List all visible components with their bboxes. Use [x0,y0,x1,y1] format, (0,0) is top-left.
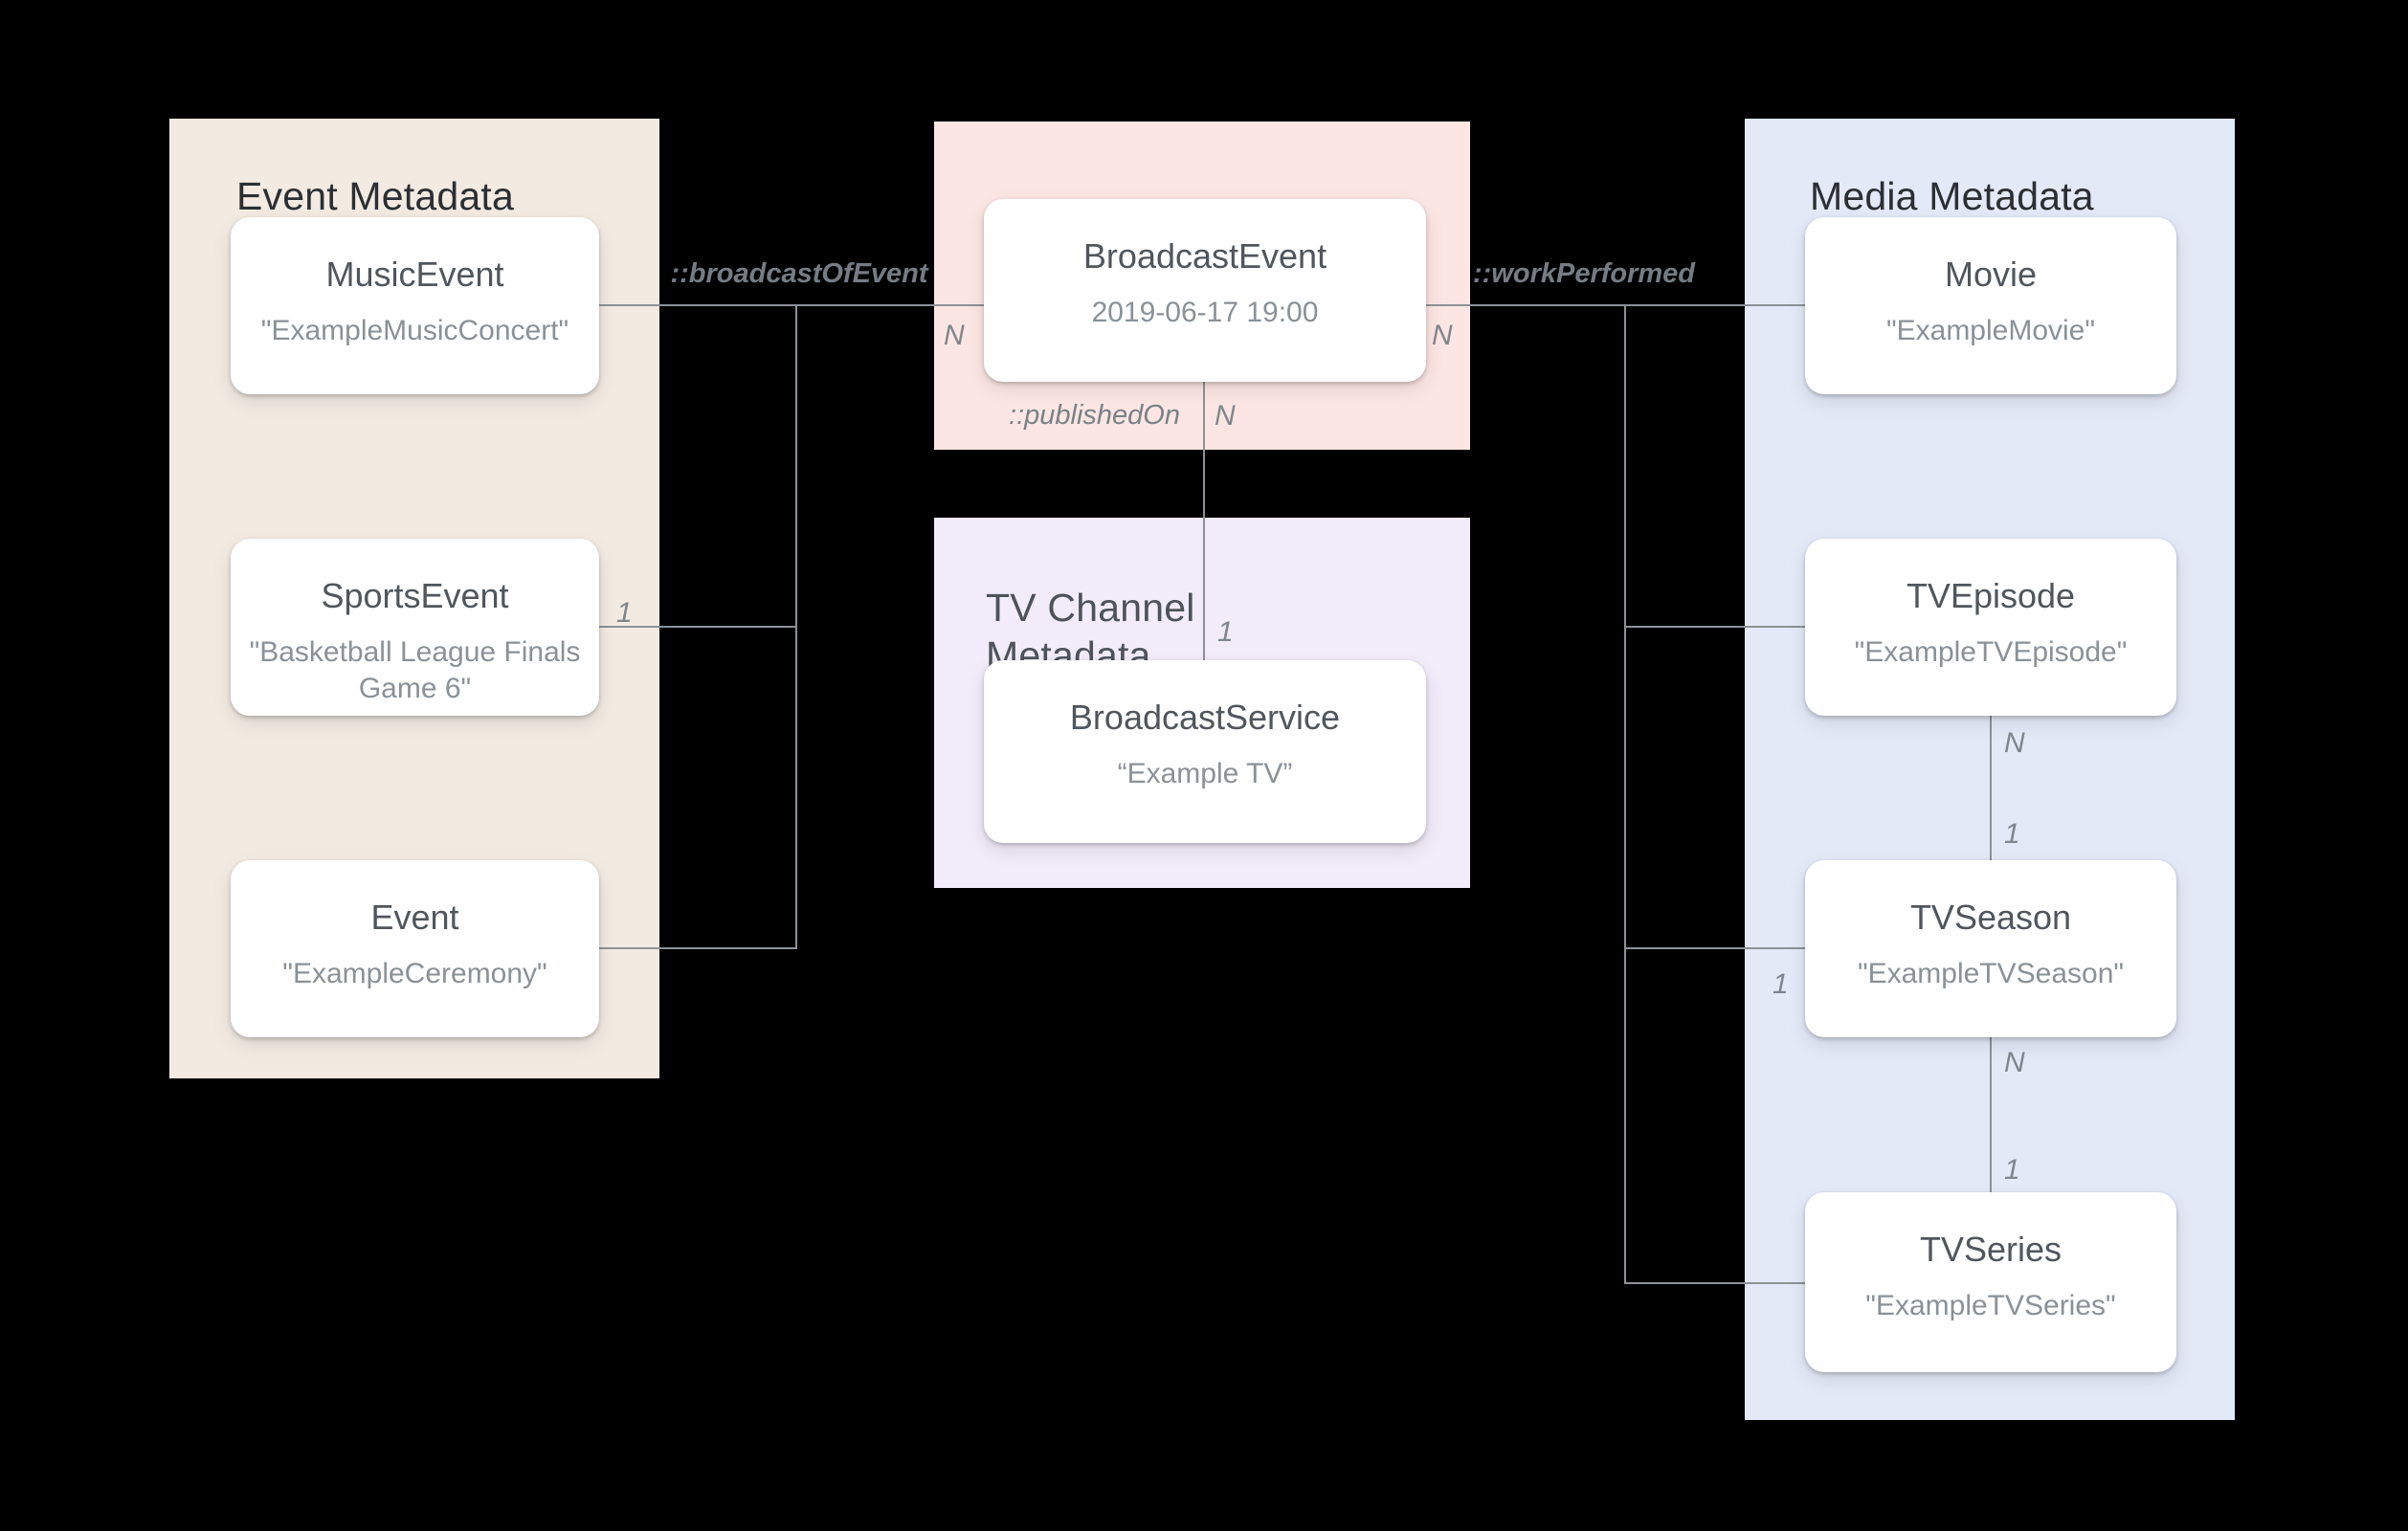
node-music-event: MusicEvent "ExampleMusicConcert" [231,217,599,394]
cardinality-broadcast-of-event-n: N [944,320,965,351]
relation-label-work-performed: ::workPerformed [1472,258,1696,289]
connector-tvseries [1624,1282,1805,1284]
node-type-label: TVSeries [1919,1230,2062,1269]
node-name-label: "ExampleTVSeason" [1857,958,2125,989]
node-type-label: BroadcastEvent [1082,236,1327,276]
node-event: Event "ExampleCeremony" [231,860,599,1037]
cardinality-episode-season-1: 1 [2004,818,2020,850]
node-tv-series: TVSeries "ExampleTVSeries" [1805,1192,2176,1372]
node-name-label: 2019-06-17 19:00 [1091,297,1319,328]
connector-musicevent-broadcastevent [599,304,984,306]
node-name-label: "ExampleTVSeries" [1865,1290,2116,1321]
node-sports-event: SportsEvent "Basketball League Finals Ga… [231,539,599,716]
node-type-label: SportsEvent [321,576,509,615]
relation-label-published-on: ::publishedOn [1009,400,1180,431]
connector-media-trunk [1624,304,1626,1284]
node-name-label: "ExampleTVEpisode" [1854,636,2128,668]
node-name-label: "ExampleMovie" [1885,315,2096,346]
node-name-label: “Example TV” [1117,758,1293,789]
panel-title-media-metadata: Media Metadata [1810,174,2094,219]
node-name-label: "Basketball League Finals Game 6" [249,636,581,704]
connector-publishedon [1203,382,1205,660]
cardinality-sports-event-1: 1 [616,597,633,629]
node-tv-season: TVSeason "ExampleTVSeason" [1805,860,2176,1037]
node-type-label: MusicEvent [325,255,504,294]
node-type-label: BroadcastService [1069,698,1341,737]
connector-broadcastevent-movie [1426,304,1805,306]
connector-tvepisode-tvseason [1990,716,1992,860]
cardinality-published-on-1: 1 [1217,616,1234,648]
node-broadcast-event: BroadcastEvent 2019-06-17 19:00 [984,199,1426,382]
cardinality-work-performed-n: N [1432,320,1453,351]
cardinality-season-series-n: N [2004,1047,2025,1078]
node-name-label: "ExampleCeremony" [282,958,547,989]
connector-tvseason-tvseries [1990,1037,1992,1192]
connector-sportsevent [599,626,797,628]
relation-label-broadcast-of-event: ::broadcastOfEvent [670,258,928,289]
cardinality-episode-season-n: N [2004,727,2025,759]
panel-title-event-metadata: Event Metadata [236,174,514,219]
cardinality-season-series-1: 1 [2004,1154,2020,1186]
node-type-label: Event [370,898,459,937]
node-movie: Movie "ExampleMovie" [1805,217,2176,394]
node-type-label: Movie [1944,255,2038,294]
cardinality-published-on-n: N [1215,400,1236,432]
node-name-label: "ExampleMusicConcert" [260,315,569,346]
node-tv-episode: TVEpisode "ExampleTVEpisode" [1805,539,2176,716]
connector-tvepisode [1624,626,1805,628]
cardinality-tvseason-1: 1 [1773,968,1789,1000]
connector-events-trunk [795,304,797,949]
connector-event [599,947,797,949]
connector-tvseason [1624,947,1805,949]
node-broadcast-service: BroadcastService “Example TV” [984,660,1426,843]
panel-title-tv-channel-metadata: TV Channel Metadata [986,586,1195,678]
node-type-label: TVEpisode [1906,576,2076,615]
node-type-label: TVSeason [1909,898,2072,937]
